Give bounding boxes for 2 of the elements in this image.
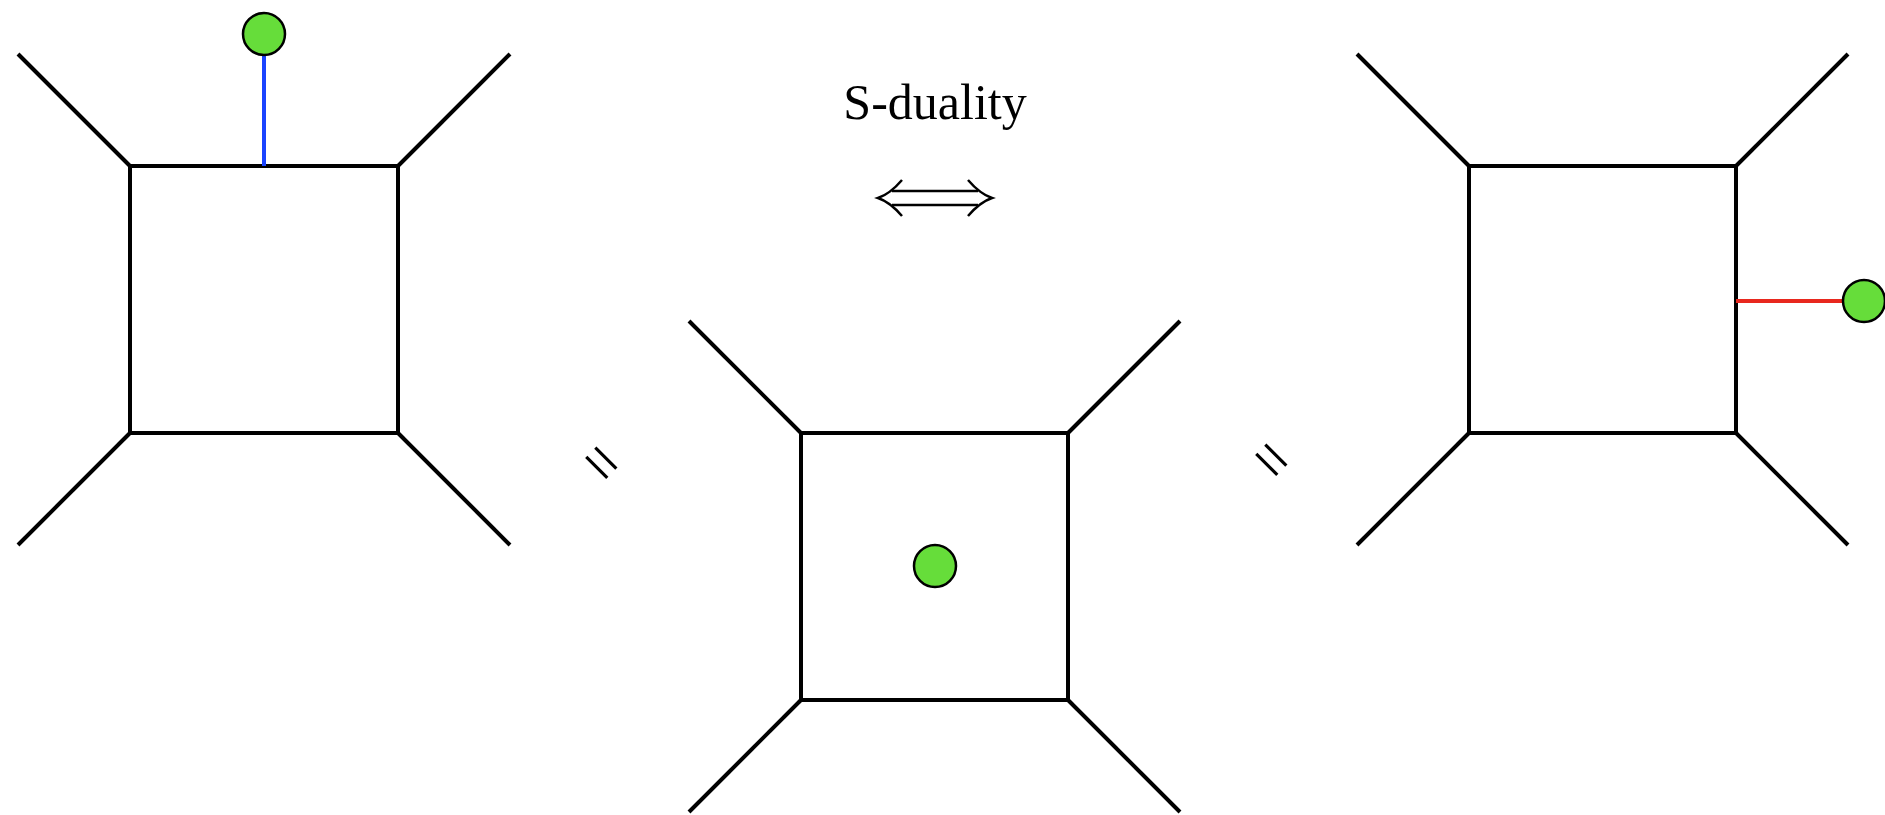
equals-sign: = [1235, 424, 1307, 496]
equals-sign: = [565, 427, 637, 499]
